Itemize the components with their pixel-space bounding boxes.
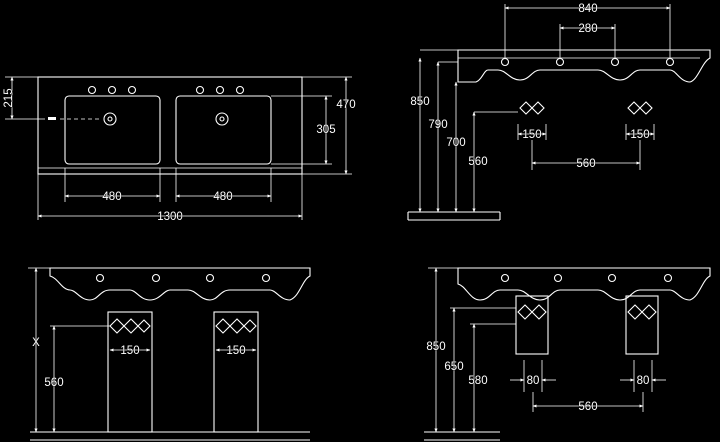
tap-hole bbox=[195, 85, 205, 95]
dim-trap-width-left: 80 bbox=[527, 375, 540, 387]
dim-height-mid: 650 bbox=[444, 361, 463, 373]
dim-depth: 470 bbox=[336, 99, 355, 111]
bowl-right bbox=[175, 95, 272, 165]
bowl-left bbox=[64, 95, 161, 165]
dim-tap-offset: 215 bbox=[3, 88, 15, 107]
basin-front-profile bbox=[457, 267, 711, 301]
dim-height-top: 850 bbox=[426, 341, 445, 353]
tap-hole bbox=[235, 85, 245, 95]
dim-trap-width-left: 150 bbox=[522, 129, 541, 141]
semi-pedestal-right bbox=[625, 295, 659, 355]
dim-height-top: 850 bbox=[410, 96, 429, 108]
trap-connector-right: 150 bbox=[625, 101, 655, 141]
basin-top-outline bbox=[37, 76, 303, 175]
dim-height-trap: 560 bbox=[468, 156, 487, 168]
drain-left bbox=[103, 112, 117, 126]
tap-hole bbox=[87, 85, 97, 95]
dim-trap-width-right: 150 bbox=[630, 129, 649, 141]
dim-trap-width-left: 150 bbox=[120, 345, 139, 357]
dim-total-width: 1300 bbox=[157, 211, 183, 223]
dim-bowl-width-right: 480 bbox=[213, 191, 232, 203]
pedestal-right bbox=[213, 311, 259, 433]
basin-side-profile bbox=[457, 49, 711, 83]
dim-height-x: X bbox=[32, 337, 40, 349]
top-view: 480 480 1300 215 470 305 bbox=[3, 76, 356, 223]
dim-height-bowl: 700 bbox=[446, 137, 465, 149]
tap-hole bbox=[215, 85, 225, 95]
dim-tap-spacing: 840 bbox=[578, 3, 597, 15]
drain-right bbox=[215, 112, 229, 126]
basin-front-profile bbox=[49, 267, 311, 301]
tap-hole bbox=[107, 85, 117, 95]
dim-bowl-width-left: 480 bbox=[102, 191, 121, 203]
dim-trap-width-right: 150 bbox=[226, 345, 245, 357]
front-view-semi-pedestal: 80 80 560 850 650 580 bbox=[424, 267, 711, 441]
tap-hole bbox=[127, 85, 137, 95]
dim-height-rim: 790 bbox=[428, 119, 447, 131]
trap-connector-left: 150 bbox=[517, 101, 547, 141]
semi-pedestal-left bbox=[515, 295, 549, 355]
dim-trap-spacing: 560 bbox=[578, 401, 597, 413]
side-view: 150 150 560 840 280 850 790 700 bbox=[407, 3, 711, 221]
pedestal-left bbox=[107, 311, 153, 433]
dim-bowl-depth: 305 bbox=[316, 124, 335, 136]
front-view-pedestal: 150 150 X 560 bbox=[28, 267, 311, 441]
dim-trap-width-right: 80 bbox=[637, 375, 650, 387]
dim-height-bottom: 580 bbox=[468, 375, 487, 387]
dim-bowl-spacing: 280 bbox=[578, 23, 597, 35]
dim-trap-spacing: 560 bbox=[576, 158, 595, 170]
dim-height-trap: 560 bbox=[44, 377, 63, 389]
